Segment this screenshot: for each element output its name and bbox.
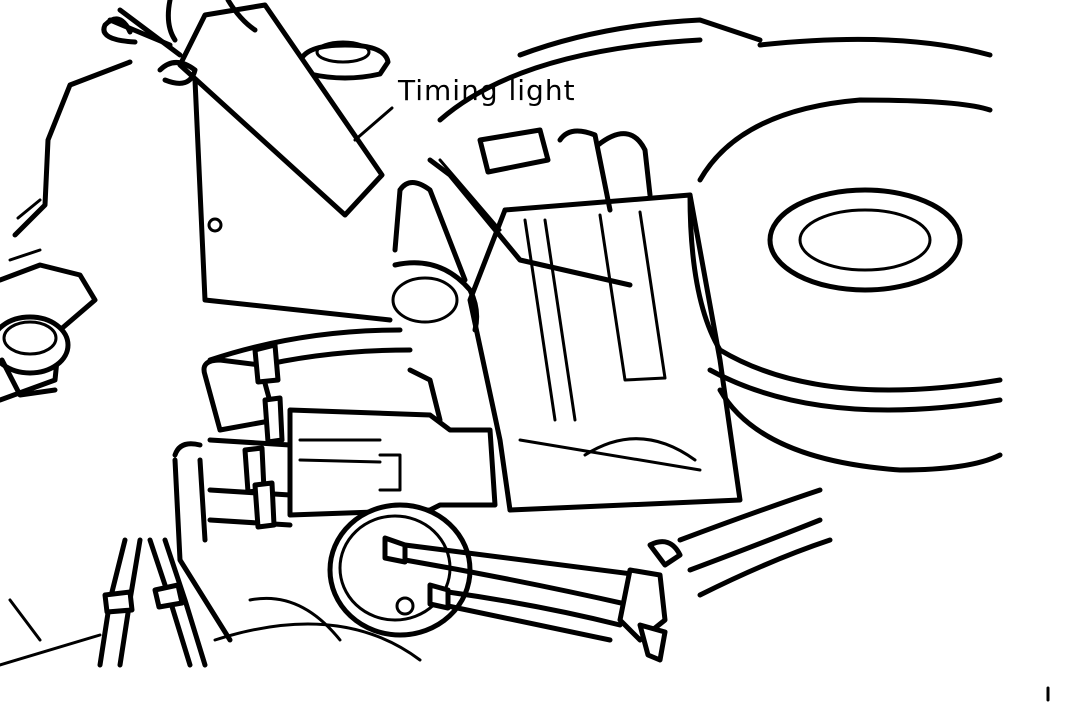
vacuum-switching-valve (201, 342, 498, 530)
spark-plug-wires (97, 441, 422, 668)
left-fender (0, 59, 133, 667)
callout-leader-line (353, 106, 394, 142)
vacuum-hoses (207, 157, 633, 423)
reservoir-cap (0, 314, 71, 398)
timing-light-label: Timing light (398, 74, 576, 107)
oil-filler-cap (477, 127, 653, 213)
valve-cover (192, 77, 743, 513)
radiator-cap (297, 40, 391, 81)
diaphragm-hoses (402, 487, 833, 663)
air-cleaner (437, 17, 1003, 473)
timing-light-tool (101, 0, 385, 218)
